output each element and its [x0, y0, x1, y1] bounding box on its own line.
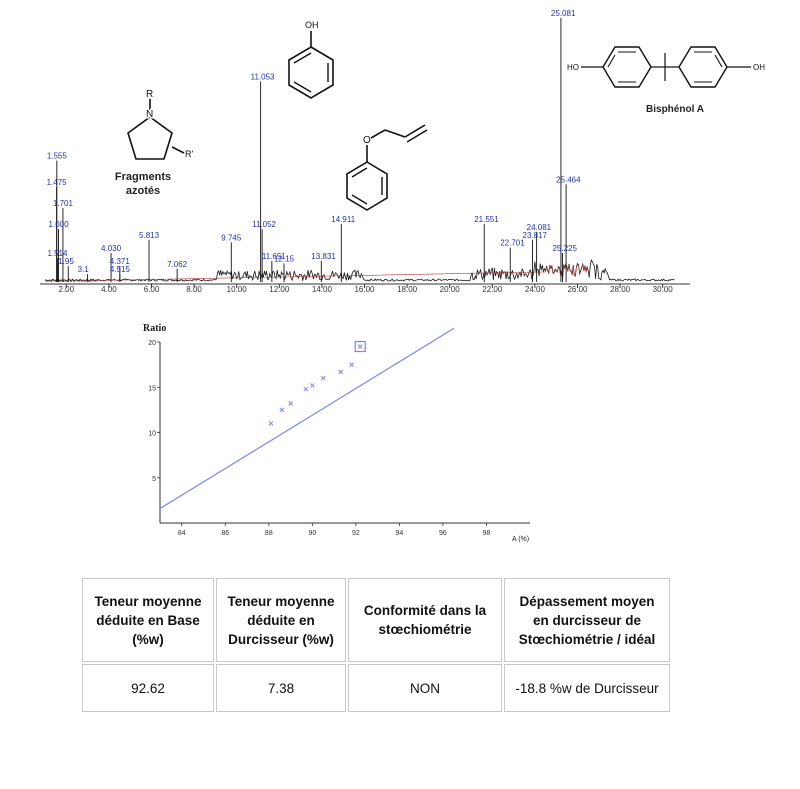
- chromatogram: 2.00 4.00 6.00 8.00 10.00 12.00 14.00 16.00 18.0…: [40, 9, 690, 294]
- chart-x-tick-label: 92: [352, 530, 360, 537]
- bisphenol-a-structure: HO OH: [567, 46, 765, 88]
- chart-x-tick-label: 86: [221, 530, 229, 537]
- cell-excess: -18.8 %w de Durcisseur: [504, 664, 670, 712]
- x-tick-label: 14.00: [312, 285, 333, 294]
- peak-label: 25.225: [552, 244, 577, 253]
- pyrrolidine-structure: N R R': [127, 89, 193, 160]
- phenol-structure: OH: [288, 20, 334, 99]
- x-tick-label: 20.00: [440, 285, 461, 294]
- chart-x-tick-label: 94: [396, 530, 404, 537]
- data-point: [309, 383, 315, 388]
- bisphenol-a-caption: Bisphénol A: [646, 104, 704, 115]
- data-point: [303, 386, 309, 392]
- calibration-chart: Ratio 84 86 88 90 92 94 96 98 5 10 15 20 A (%): [143, 323, 530, 543]
- data-point: [288, 401, 293, 406]
- peak-label: 22.701: [500, 239, 525, 248]
- chart-y-tick-label: 5: [152, 476, 156, 483]
- peak-label: 4.371: [110, 257, 131, 266]
- cell-hardener-content: 7.38: [216, 664, 346, 712]
- pyrrolidine-r2-label: R': [185, 149, 193, 159]
- header-excess: Dépassement moyen en durcisseur de Stœch…: [504, 578, 670, 662]
- table-row: 92.62 7.38 NON -18.8 %w de Durcisseur: [82, 664, 670, 712]
- results-table: Teneur moyenne déduite en Base (%w) Tene…: [80, 576, 672, 714]
- x-tick-label: 2.00: [59, 285, 75, 294]
- peak-label: 1.95: [58, 257, 74, 266]
- data-point: [338, 369, 344, 375]
- chart-x-tick-label: 98: [483, 530, 491, 537]
- cell-base-content: 92.62: [82, 664, 214, 712]
- peak-label: 11.052: [252, 220, 276, 229]
- peak-label: 1.701: [53, 199, 74, 208]
- peak-label: 1.555: [47, 152, 68, 161]
- cell-conformity: NON: [348, 664, 502, 712]
- chart-y-tick-label: 15: [148, 385, 156, 392]
- chromatogram-ticks: 2.00 4.00 6.00 8.00 10.00 12.00 14.00 16.00 18.0…: [59, 284, 674, 294]
- allyl-ether-structure: O: [346, 124, 428, 211]
- x-tick-label: 28.00: [610, 285, 631, 294]
- peak-label: 11.651: [262, 252, 286, 261]
- bisphenol-oh-label: OH: [753, 63, 765, 72]
- pyrrolidine-caption: Fragments azotés: [114, 171, 172, 197]
- x-tick-label: 16.00: [354, 285, 375, 294]
- peak-label: 23.817: [523, 231, 548, 240]
- data-point: [320, 375, 326, 381]
- x-tick-label: 22.00: [482, 285, 503, 294]
- peak-label: 5.813: [139, 231, 160, 240]
- bisphenol-ho-label: HO: [567, 63, 579, 72]
- peak-label: 25.464: [556, 175, 581, 184]
- x-tick-label: 6.00: [144, 285, 160, 294]
- x-tick-label: 12.00: [269, 285, 290, 294]
- peak-label: 4.515: [110, 265, 131, 274]
- phenol-oh-label: OH: [305, 20, 319, 30]
- table-header-row: Teneur moyenne déduite en Base (%w) Tene…: [82, 578, 670, 662]
- chromatogram-trace-red: [44, 263, 588, 283]
- peak-label: 25.081: [551, 9, 576, 18]
- chart-x-tick-label: 84: [178, 530, 186, 537]
- peak-label: 1.000: [49, 220, 70, 229]
- chart-xlabel: A (%): [512, 536, 529, 543]
- x-tick-label: 18.00: [397, 285, 418, 294]
- pyrrolidine-r-label: R: [146, 89, 153, 100]
- allyl-ether-o-label: O: [363, 135, 371, 146]
- x-tick-label: 10.00: [227, 285, 248, 294]
- peak-label: 11.053: [251, 72, 275, 81]
- x-tick-label: 26.00: [567, 285, 588, 294]
- header-conformity: Conformité dans la stœchiométrie: [348, 578, 502, 662]
- peak-label: 1.514: [47, 249, 68, 258]
- peak-label: 7.062: [167, 260, 188, 269]
- header-hardener-content: Teneur moyenne déduite en Durcisseur (%w…: [216, 578, 346, 662]
- peak-label: 13.831: [311, 252, 336, 261]
- chart-y-tick-label: 10: [148, 431, 156, 438]
- peak-label: 3.1: [78, 265, 90, 274]
- header-base-content: Teneur moyenne déduite en Base (%w): [82, 578, 214, 662]
- peak-label: 24.081: [527, 223, 552, 232]
- data-point: [279, 407, 285, 413]
- data-points: [268, 340, 366, 426]
- highlighted-data-point: [354, 340, 366, 353]
- chart-x-tick-label: 96: [439, 530, 447, 537]
- peak-label: 1.475: [47, 178, 68, 187]
- chart-ylabel: Ratio: [143, 323, 166, 334]
- peak-label: 9.745: [221, 233, 242, 242]
- x-tick-label: 8.00: [186, 285, 202, 294]
- svg-text:N: N: [146, 109, 153, 120]
- x-tick-label: 4.00: [101, 285, 117, 294]
- peak-label: 12.15: [274, 255, 295, 264]
- x-tick-label: 24.00: [525, 285, 546, 294]
- data-point: [268, 421, 274, 426]
- x-tick-label: 30.00: [653, 285, 674, 294]
- chart-ticks: 84 86 88 90 92 94 96 98 5 10 15 20: [148, 340, 490, 537]
- data-point: [349, 362, 354, 367]
- chart-y-tick-label: 20: [148, 340, 156, 347]
- peak-label: 4.030: [101, 244, 122, 253]
- peak-label: 21.551: [474, 215, 499, 224]
- chart-x-tick-label: 90: [308, 530, 316, 537]
- peak-label: 14.911: [331, 215, 355, 224]
- chart-x-tick-label: 88: [265, 530, 273, 537]
- fit-line: [159, 327, 455, 510]
